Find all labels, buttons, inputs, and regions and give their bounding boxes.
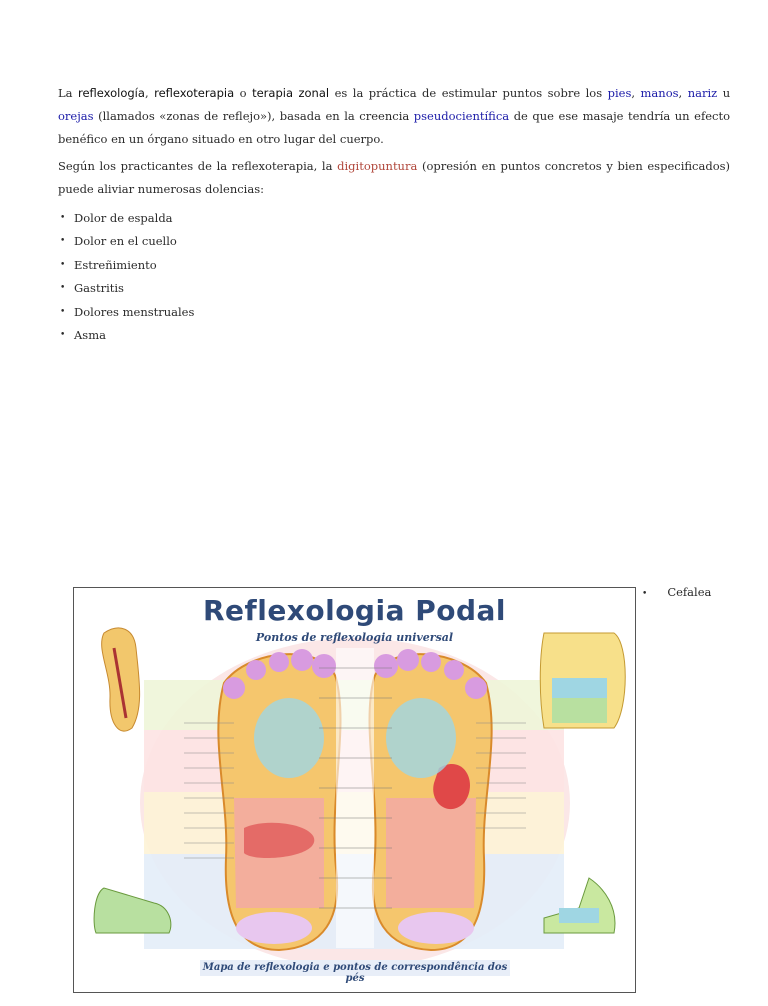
figure-subtitle: Pontos de reflexologia universal [255, 631, 454, 644]
link-pseudocientifica[interactable]: pseudocientífica [413, 109, 510, 123]
text: , [631, 86, 636, 100]
foot-map-illustration [93, 627, 626, 976]
side-list-item: • Cefalea [642, 584, 711, 602]
link-nariz[interactable]: nariz [687, 86, 718, 100]
link-manos[interactable]: manos [640, 86, 679, 100]
term-reflexologia: reflexología [78, 86, 145, 100]
list-item: Dolores menstruales [58, 301, 730, 325]
list-item: Dolor en el cuello [58, 230, 730, 254]
bullet-icon: • [642, 589, 648, 599]
text: La [58, 86, 73, 100]
text: es la práctica de estimular puntos sobre… [334, 86, 603, 100]
text: (llamados «zonas de reflejo»), basada en… [98, 109, 410, 123]
ailment-list: Dolor de espalda Dolor en el cuello Estr… [58, 207, 730, 348]
text: , [678, 86, 683, 100]
figure-title: Reflexologia Podal [202, 594, 507, 627]
reflexology-figure: Reflexologia Podal Pontos de reflexologi… [73, 587, 636, 993]
link-digitopuntura[interactable]: digitopuntura [337, 159, 418, 173]
list-item: Gastritis [58, 277, 730, 301]
link-pies[interactable]: pies [607, 86, 632, 100]
figure-footer: Mapa de reflexologia e pontos de corresp… [202, 962, 508, 984]
text: u [722, 86, 731, 100]
text: o [239, 86, 247, 100]
intro-paragraph: La reflexología, reflexoterapia o terapi… [58, 82, 730, 151]
article-body: La reflexología, reflexoterapia o terapi… [58, 82, 730, 348]
text: , [144, 86, 149, 100]
list-item: Estreñimiento [58, 254, 730, 278]
term-terapia-zonal: terapia zonal [252, 86, 330, 100]
side-item-label: Cefalea [667, 585, 712, 599]
second-paragraph: Según los practicantes de la reflexotera… [58, 155, 730, 201]
list-item: Asma [58, 324, 730, 348]
text: (opresión en puntos concretos y bien esp… [58, 159, 731, 196]
term-reflexoterapia: reflexoterapia [154, 86, 235, 100]
text: de que ese masaje tendría un efecto bené… [58, 109, 730, 146]
list-item: Dolor de espalda [58, 207, 730, 231]
link-orejas[interactable]: orejas [58, 109, 94, 123]
text: Según los practicantes de la reflexotera… [58, 159, 333, 173]
